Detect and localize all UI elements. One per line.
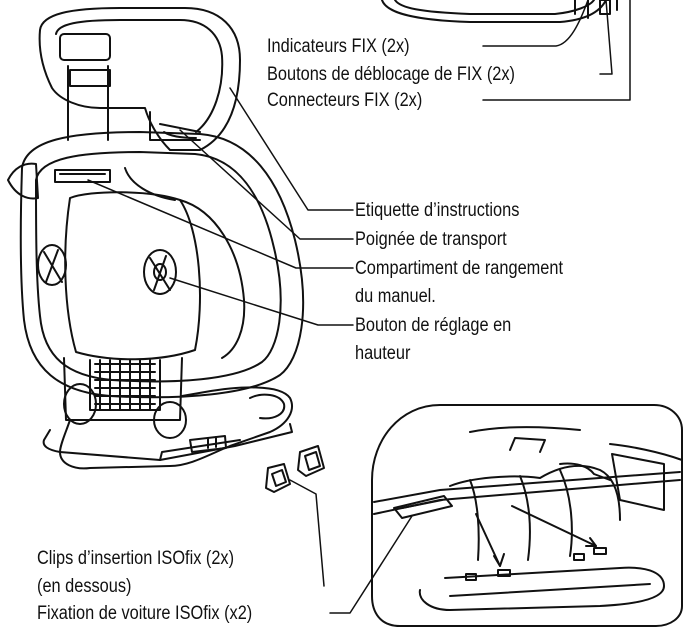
manual-storage-label-line1: Compartiment de rangement [355, 258, 563, 279]
fix-release-buttons-label: Boutons de déblocage de FIX (2x) [267, 64, 515, 85]
leader-lines [87, 0, 631, 614]
headrest-illustration [38, 7, 241, 151]
isofix-clips-label-line2: (en dessous) [37, 576, 132, 597]
isofix-anchor-label: Fixation de voiture ISOfix (x2) [37, 603, 253, 624]
isofix-clips-illustration [265, 445, 325, 493]
height-adjust-label-line1: Bouton de réglage en [355, 315, 512, 336]
booster-base-illustration [42, 357, 293, 470]
manual-storage-label-line2: du manuel. [355, 286, 436, 307]
instruction-label-label: Etiquette d’instructions [355, 200, 520, 221]
base-partial-illustration [381, 0, 618, 23]
car-interior-inset [371, 404, 683, 627]
carry-handle-label: Poignée de transport [355, 229, 507, 250]
fix-indicators-label: Indicateurs FIX (2x) [267, 36, 410, 57]
backrest-illustration [7, 131, 305, 399]
isofix-clips-label-line1: Clips d’insertion ISOfix (2x) [37, 548, 235, 569]
fix-connectors-label: Connecteurs FIX (2x) [267, 90, 423, 111]
height-adjust-label-line2: hauteur [355, 343, 411, 364]
